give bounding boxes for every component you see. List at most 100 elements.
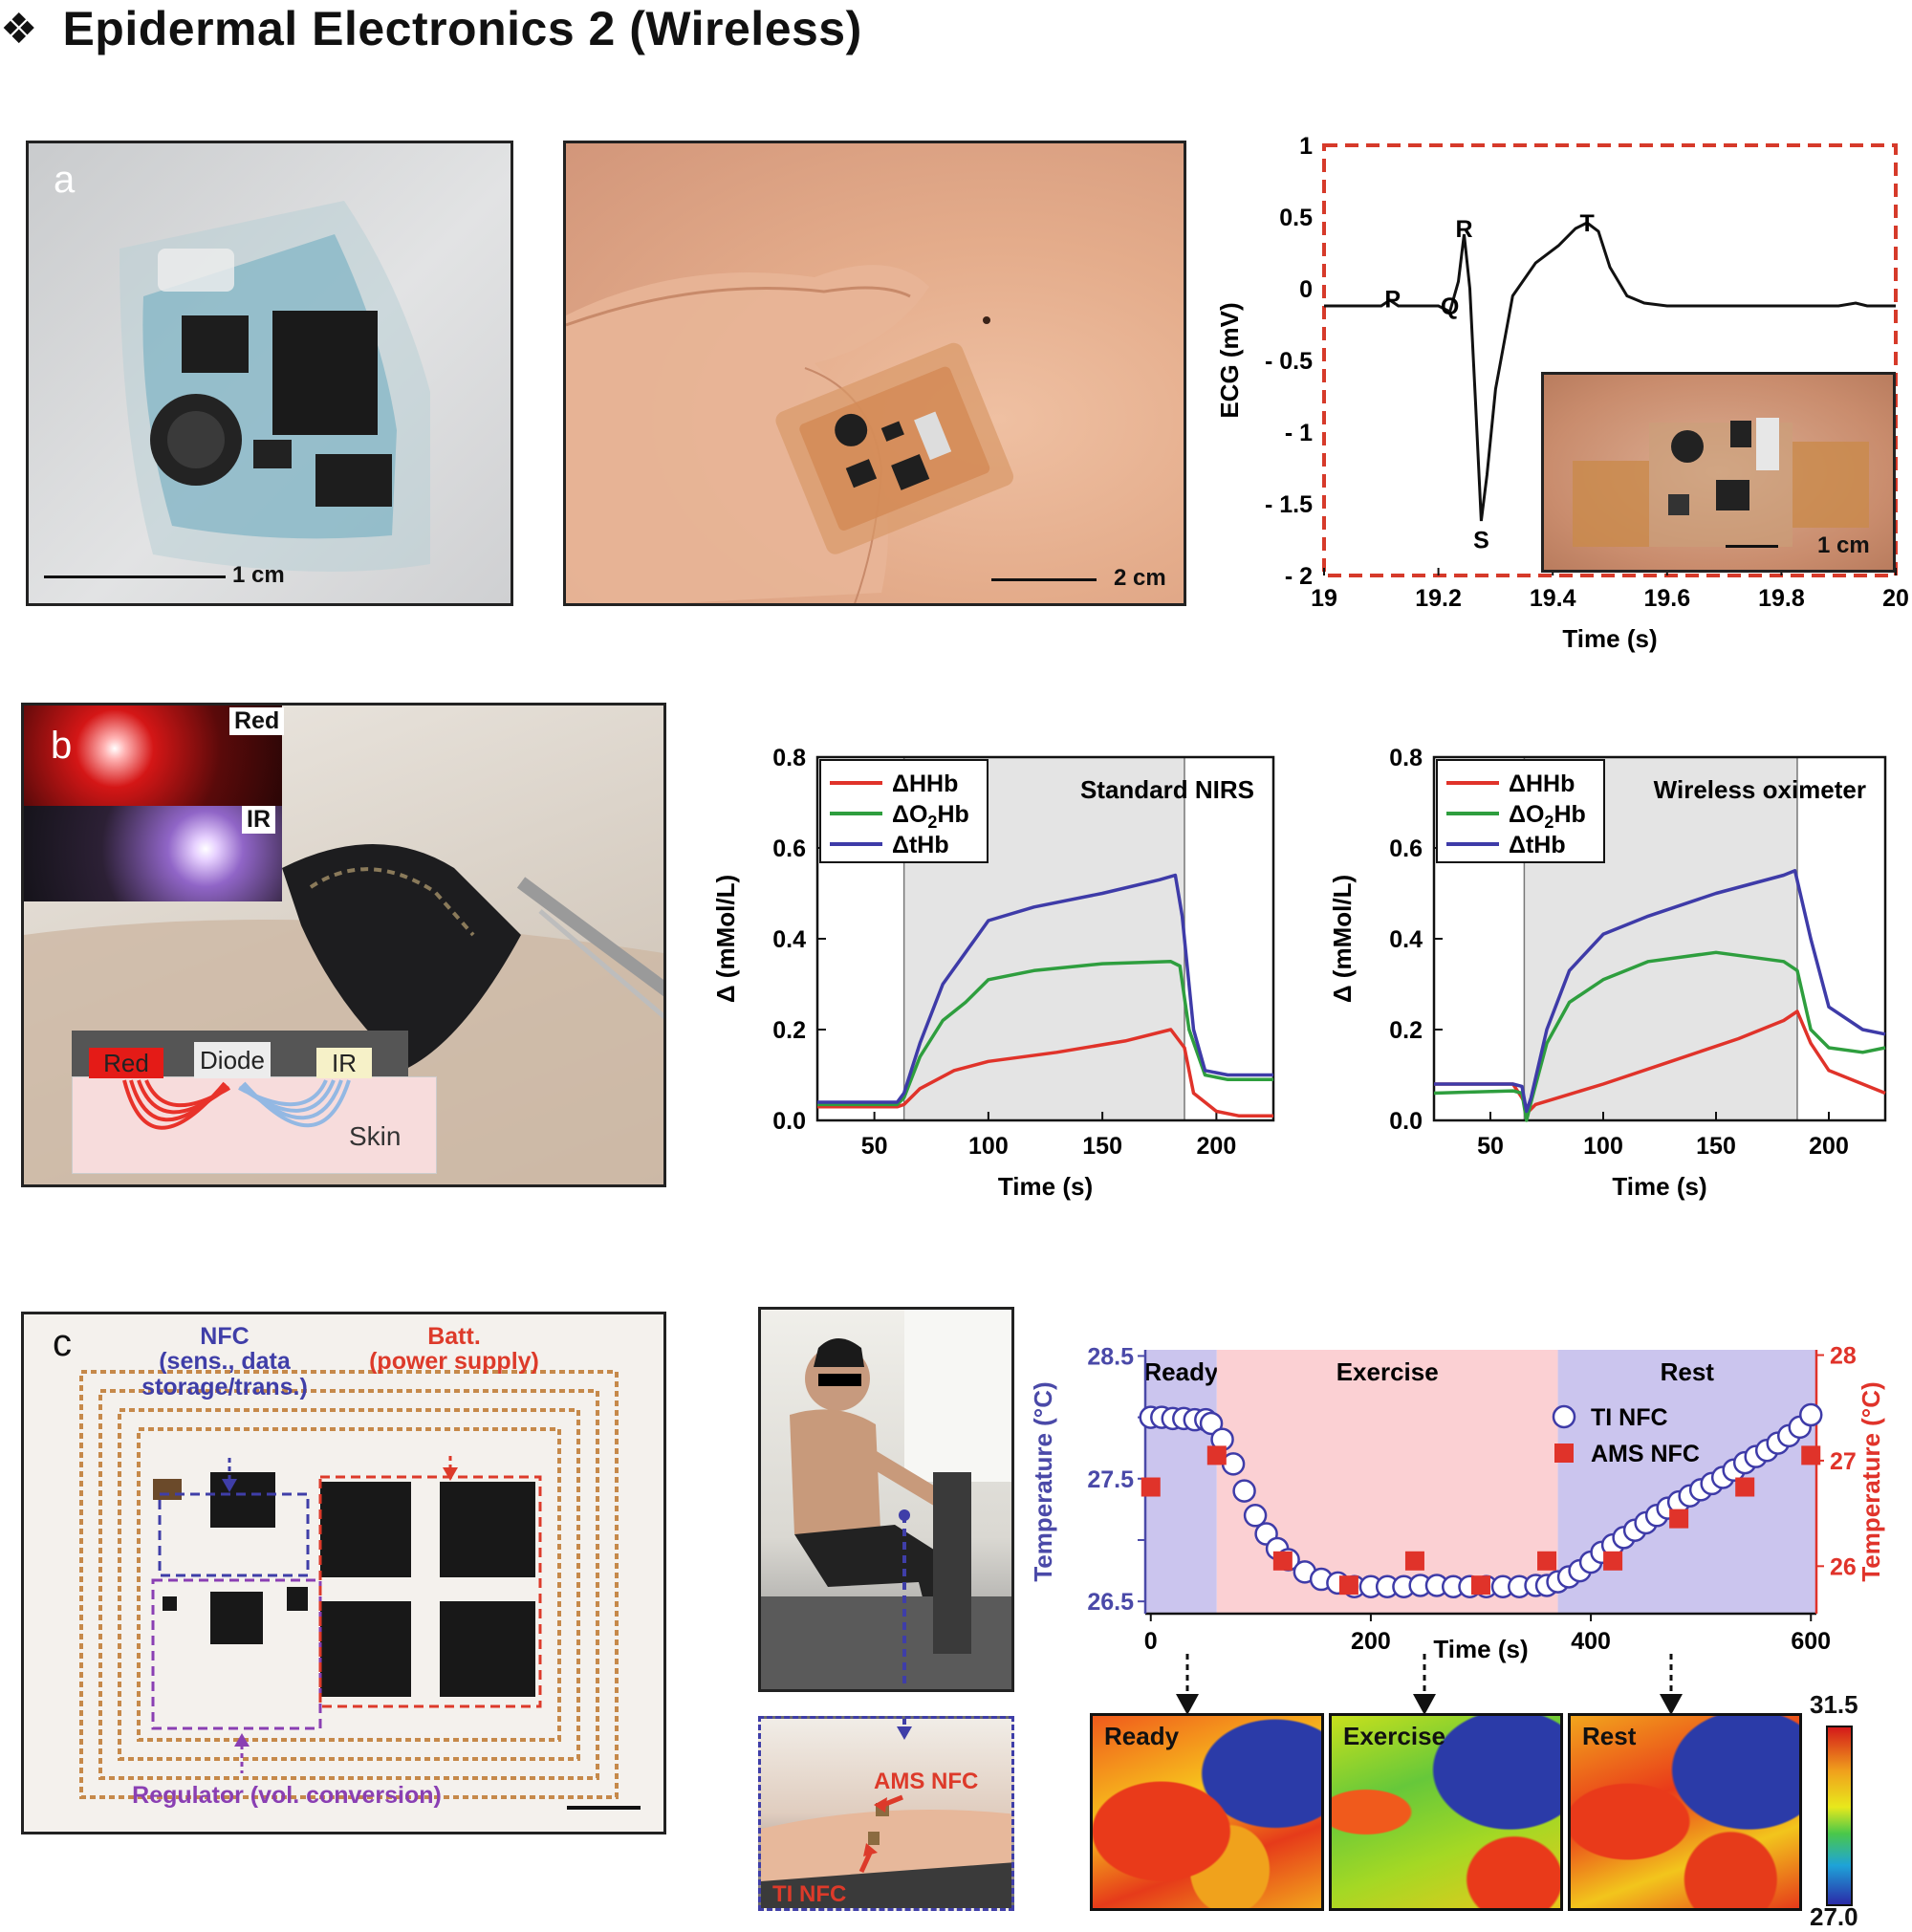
arm-photo: 2 cm [563, 141, 1186, 606]
arm-illustration [566, 265, 1014, 603]
x-tick-label: 600 [1791, 1628, 1831, 1655]
y-tick-label: 0.6 [1389, 836, 1423, 862]
y-tick-label: 0.8 [772, 745, 806, 771]
ecg-frame [1322, 143, 1898, 577]
phase-label: Rest [1661, 1357, 1715, 1386]
ams-nfc-point [1801, 1445, 1821, 1465]
x-tick-label: 400 [1571, 1628, 1611, 1655]
panel-letter-c: c [53, 1322, 72, 1364]
scale-bar [44, 575, 226, 578]
light-path-arrows [122, 1079, 351, 1130]
x-tick-label: 200 [1351, 1628, 1391, 1655]
battery-label: Batt. (power supply) [369, 1323, 539, 1376]
y-tick-label: - 0.5 [1265, 348, 1313, 375]
legend-label: ΔtHb [1509, 832, 1566, 858]
y-tick-label: 0.2 [772, 1017, 806, 1044]
right-y-tick-label: 28 [1830, 1343, 1857, 1370]
led-label-red: Red [229, 707, 285, 735]
ti-nfc-point [1243, 1504, 1268, 1528]
thermal-image-exercise: Exercise [1329, 1713, 1563, 1911]
ecg-wave-label-p: P [1384, 287, 1401, 314]
chart-to-image-arrows [1176, 1654, 1683, 1715]
series-line-thb [1434, 869, 1886, 1114]
left-y-tick-label: 26.5 [1087, 1589, 1134, 1616]
x-tick-label: 20 [1882, 585, 1909, 612]
thermal-label: Rest [1582, 1722, 1637, 1750]
y-tick-label: 0.4 [1389, 926, 1423, 953]
x-axis-label: Time (s) [1433, 1635, 1528, 1663]
y-tick-label: 0.5 [1279, 205, 1313, 231]
x-tick-label: 19 [1311, 585, 1337, 612]
ecg-wave-label-s: S [1473, 528, 1489, 554]
y-tick-label: 0 [1299, 276, 1313, 303]
right-y-tick-label: 27 [1830, 1448, 1857, 1475]
x-tick-label: 50 [861, 1133, 888, 1160]
ecg-trace [1324, 221, 1896, 522]
regulator-label: Regulator (vol. conversion) [132, 1782, 442, 1809]
x-axis-label: Time (s) [998, 1172, 1093, 1201]
ecg-wave-label-r: R [1455, 216, 1472, 243]
ams-nfc-point [1471, 1575, 1490, 1596]
ams-nfc-point [1206, 1445, 1227, 1465]
series-line-hhb [817, 1028, 1273, 1118]
ti-nfc-point [1199, 1411, 1224, 1436]
optical-diagram: Red Diode IR Skin [72, 1031, 437, 1174]
y-tick-label: 0.2 [1389, 1017, 1423, 1044]
left-y-tick-label: 28.5 [1087, 1343, 1134, 1370]
scale-label: 1 cm [232, 562, 285, 588]
thermal-label: Ready [1104, 1722, 1180, 1750]
device-photo-a: a 1 cm [26, 141, 513, 606]
ti-nfc-label: TI NFC [772, 1881, 847, 1907]
y-tick-label: 0.0 [1389, 1108, 1423, 1135]
x-axis-label: Time (s) [1612, 1172, 1706, 1201]
ti-nfc-point [1798, 1402, 1823, 1427]
y-axis-label: Δ (mMol/L) [711, 875, 740, 1003]
thermal-label: Exercise [1343, 1722, 1445, 1750]
legend-marker-ams [1554, 1444, 1574, 1463]
ams-nfc-point [1603, 1551, 1623, 1571]
chart-title: Standard NIRS [1080, 775, 1254, 804]
x-tick-label: 0 [1144, 1628, 1158, 1655]
legend-label: ΔtHb [892, 832, 949, 858]
x-tick-label: 150 [1696, 1133, 1736, 1160]
colorbar-min: 27.0 [1810, 1902, 1858, 1931]
exercise-photo [758, 1307, 1014, 1692]
panel-letter-a: a [54, 159, 76, 201]
x-tick-label: 19.6 [1643, 585, 1690, 612]
thermal-image-rest: Rest [1568, 1713, 1802, 1911]
panel-letter-b: b [51, 725, 73, 767]
phase-label: Ready [1143, 1357, 1219, 1386]
y-tick-label: 0.8 [1389, 745, 1423, 771]
circuit-photo: c NFC (sens., data storage/trans.) Batt.… [21, 1312, 666, 1834]
ams-nfc-point [1669, 1509, 1689, 1529]
y-tick-label: 1 [1299, 133, 1313, 160]
exercise-illustration [761, 1310, 1011, 1689]
y-tick-label: - 1 [1285, 420, 1313, 446]
y-axis-label: Δ (mMol/L) [1328, 875, 1357, 1003]
device-illustration [120, 201, 430, 572]
ams-nfc-point [1735, 1477, 1755, 1497]
scale-bar [1726, 545, 1778, 548]
right-y-tick-label: 26 [1830, 1553, 1857, 1580]
ams-nfc-point [1141, 1477, 1161, 1497]
y-tick-label: - 1.5 [1265, 491, 1313, 518]
legend-label: ΔHHb [892, 771, 958, 797]
ir-led-photo [24, 806, 282, 901]
ams-nfc-point [1537, 1551, 1557, 1571]
y-axis-label: ECG (mV) [1215, 302, 1244, 418]
diagram-ir-label: IR [316, 1048, 372, 1078]
x-tick-label: 150 [1082, 1133, 1122, 1160]
x-tick-label: 50 [1477, 1133, 1504, 1160]
x-tick-label: 19.4 [1530, 585, 1576, 612]
four-diamond-icon: ❖ [0, 4, 38, 54]
series-line-o2hb [817, 960, 1273, 1107]
x-tick-label: 19.8 [1758, 585, 1805, 612]
legend-label: ΔHHb [1509, 771, 1575, 797]
x-tick-label: 200 [1809, 1133, 1849, 1160]
colorbar-max: 31.5 [1810, 1690, 1858, 1719]
legend-marker-ti [1552, 1404, 1576, 1429]
x-tick-label: 19.2 [1415, 585, 1462, 612]
